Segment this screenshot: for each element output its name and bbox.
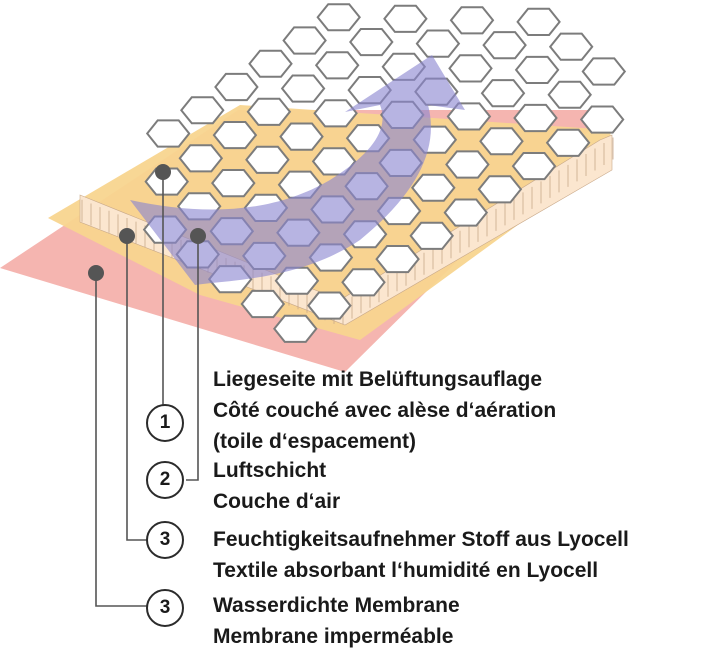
honeycomb-cell: [314, 51, 360, 80]
leader-lines: [95, 172, 199, 607]
honeycomb-cell: [446, 102, 492, 131]
honeycomb-cell: [375, 245, 420, 274]
honeycomb-cell: [409, 221, 454, 250]
layer-number-3: 3: [146, 521, 184, 559]
honeycomb-cell: [307, 291, 352, 320]
label-line: Textile absorbant l‘humidité en Lyocell: [213, 559, 599, 582]
honeycomb-cell: [411, 173, 456, 202]
honeycomb-cell: [479, 127, 524, 156]
honeycomb-cell: [248, 49, 293, 78]
honeycomb-cell: [282, 26, 327, 55]
layer-label-2: Luftschicht Couche d‘air: [213, 455, 340, 517]
label-line: Liegeseite mit Belüftungsauflage: [213, 368, 543, 391]
honeycomb-cell: [480, 79, 526, 108]
honeycomb-cell: [513, 103, 558, 133]
honeycomb-cell: [180, 96, 225, 125]
honeycomb-cell: [514, 55, 560, 84]
honeycomb-cell: [383, 4, 428, 33]
label-line: Membrane imperméable: [213, 625, 454, 648]
honeycomb-cell: [511, 152, 557, 181]
honeycomb-cell: [280, 74, 326, 103]
honeycomb-cell: [214, 72, 259, 102]
honeycomb-cell: [548, 32, 594, 61]
leader-dots: [88, 164, 206, 281]
label-line: (toile d‘espacement): [213, 430, 417, 453]
label-line: Côté couché avec alèse d‘aération: [213, 399, 557, 422]
layer-number-2: 2: [146, 461, 184, 499]
airflow-arrow-icon: [130, 55, 465, 285]
layer-label-4: Wasserdichte Membrane Membrane imperméab…: [213, 590, 460, 652]
honeycomb-cell: [448, 54, 493, 83]
label-line: Couche d‘air: [213, 490, 341, 513]
honeycomb-cell: [349, 28, 394, 57]
honeycomb-cell: [581, 57, 627, 86]
layer-number-4: 3: [146, 589, 184, 627]
honeycomb-cell: [245, 145, 290, 174]
honeycomb-cell: [449, 6, 495, 35]
honeycomb-cell: [273, 314, 318, 343]
honeycomb-cell: [145, 119, 191, 148]
honeycomb-cell: [274, 266, 320, 295]
layer-label-3: Feuchtigkeitsaufnehmer Stoff aus Lyocell…: [213, 524, 629, 586]
honeycomb-cell: [178, 144, 224, 173]
honeycomb-cell: [443, 198, 489, 227]
label-line: Luftschicht: [213, 459, 327, 482]
honeycomb-cell: [316, 3, 361, 32]
honeycomb-cell: [212, 121, 258, 150]
honeycomb-cell: [579, 105, 625, 134]
honeycomb-cell: [482, 31, 527, 60]
label-line: Wasserdichte Membrane: [213, 594, 460, 617]
honeycomb-cell: [415, 29, 461, 58]
honeycomb-cell: [211, 169, 256, 198]
honeycomb-cell: [545, 128, 591, 157]
honeycomb-cell: [246, 97, 292, 126]
honeycomb-cell: [516, 7, 561, 36]
honeycomb-cell: [279, 122, 324, 151]
honeycomb-cell: [445, 150, 490, 179]
honeycomb-cell: [477, 175, 523, 204]
layer-label-1: Liegeseite mit Belüftungsauflage Côté co…: [213, 364, 556, 457]
honeycomb-cell: [547, 80, 592, 109]
honeycomb-cell: [341, 268, 386, 297]
honeycomb-cell: [313, 99, 358, 128]
honeycomb-cell: [240, 289, 286, 319]
label-line: Feuchtigkeitsaufnehmer Stoff aus Lyocell: [213, 528, 629, 551]
layer-number-1: 1: [146, 404, 184, 442]
